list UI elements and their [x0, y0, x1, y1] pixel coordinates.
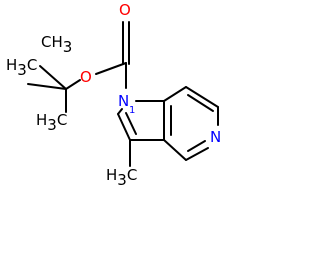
bond-c3-c2-inner [125, 112, 137, 135]
bond-c7a-c7 [163, 86, 187, 102]
molecule-svg: O O N 1 N H3C H3C CH3 H3C [6, 1, 221, 189]
ring-methyl-label: H3C [106, 166, 137, 189]
tbutyl-bottom-methyl-label: H3C [36, 111, 67, 134]
pyridine-nitrogen-label: N [210, 128, 221, 146]
bond-c-ester-o [95, 62, 127, 75]
bond-c3-c2 [117, 113, 131, 141]
bond-cq-left-methyl [27, 83, 67, 90]
bond-c7-c6 [185, 86, 219, 108]
bond-n5-c4-inner [187, 140, 206, 152]
ring-nitrogen-locant: 1 [129, 105, 135, 116]
bond-lines [27, 21, 219, 167]
bond-c4-c3a [163, 139, 187, 161]
ester-oxygen-label: O [80, 68, 92, 86]
bond-n5-c4 [185, 147, 209, 161]
ring-nitrogen-label: N [118, 92, 129, 110]
bond-cq-top-methyl [39, 65, 67, 90]
bond-c2-n1 [117, 108, 123, 115]
tbutyl-top-methyl-label: CH3 [41, 33, 72, 56]
bond-c7-c6-inner [187, 94, 214, 112]
molecule-structure-diagram: O O N 1 N H3C H3C CH3 H3C [6, 1, 221, 189]
tbutyl-left-methyl-label: H3C [6, 56, 37, 79]
bond-ester-o-cq [65, 79, 81, 90]
carbonyl-oxygen-label: O [119, 1, 131, 19]
